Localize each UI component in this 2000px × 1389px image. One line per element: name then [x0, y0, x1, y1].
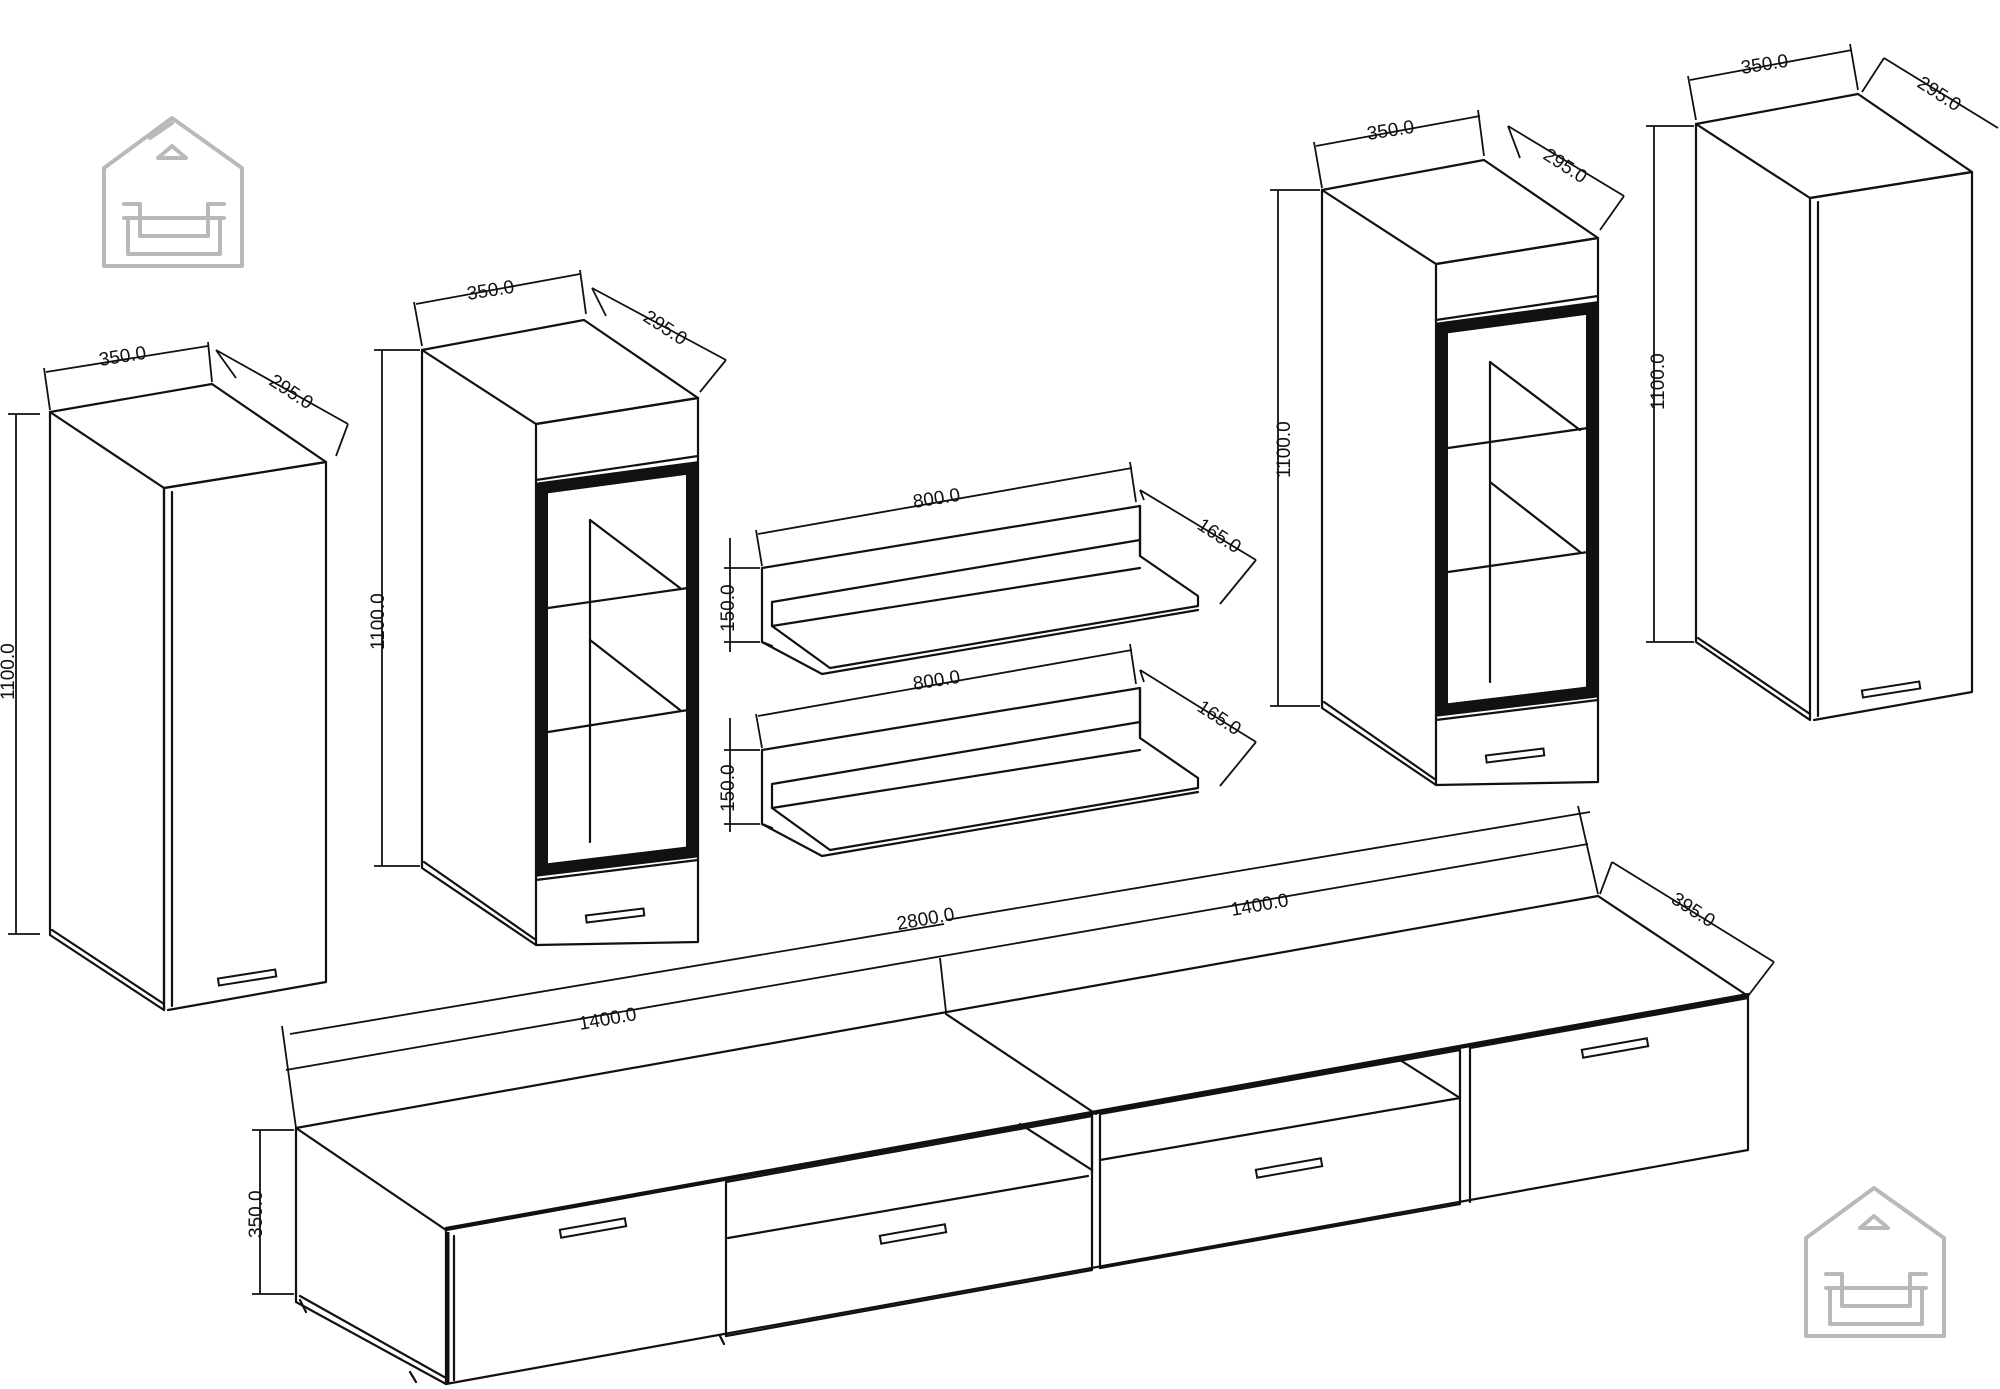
cab4-depth-label: 295.0 — [1913, 73, 1964, 117]
drawer-handle-icon — [1254, 1157, 1324, 1179]
cab1-depth-label: 295.0 — [265, 371, 316, 415]
cab2-height-label: 1100.0 — [368, 593, 389, 650]
shelf1-depth-label: 165.0 — [1193, 515, 1244, 559]
shelf1-height-label: 150.0 — [718, 584, 739, 632]
drawer-handle-icon — [558, 1217, 628, 1239]
cab1-height-label: 1100.0 — [0, 643, 19, 700]
dimension-lines — [8, 43, 1999, 1295]
drawer-handle-icon — [1484, 747, 1546, 764]
wall-cabinet-2 — [1694, 92, 1974, 722]
shelf2-height-label: 150.0 — [718, 764, 739, 812]
house-sofa-logo-icon — [1804, 1186, 1946, 1338]
drawer-handle-icon — [584, 907, 646, 924]
cab2-width-label: 350.0 — [465, 277, 515, 305]
wall-shelf-1 — [760, 504, 1200, 676]
cab2-depth-label: 295.0 — [639, 307, 690, 351]
tv-total-width-label: 2800.0 — [895, 904, 956, 935]
shelf1-width-label: 800.0 — [911, 485, 961, 513]
cab3-height-label: 1100.0 — [1274, 421, 1295, 478]
tv-unit — [294, 894, 1750, 1386]
tv-depth-label: 395.0 — [1667, 889, 1718, 933]
drawer-handle-icon — [1580, 1037, 1650, 1059]
door-handle-icon — [216, 968, 278, 987]
cab4-height-label: 1100.0 — [1648, 353, 1669, 410]
glass-cabinet-2 — [1320, 158, 1600, 787]
tv-height-label: 350.0 — [246, 1190, 267, 1238]
wall-cabinet-1 — [48, 382, 328, 1012]
tv-left-width-label: 1400.0 — [577, 1004, 638, 1035]
door-handle-icon — [1860, 680, 1922, 699]
drawer-handle-icon — [878, 1223, 948, 1245]
glass-cabinet-1 — [420, 318, 700, 947]
wall-shelf-2 — [760, 686, 1200, 858]
house-sofa-logo-icon — [102, 116, 244, 268]
tv-right-width-label: 1400.0 — [1229, 890, 1290, 921]
cab1-width-label: 350.0 — [97, 343, 147, 371]
dimension-labels: 350.0 295.0 1100.0 350.0 295.0 1100.0 80… — [0, 51, 1965, 1238]
cab3-depth-label: 295.0 — [1539, 145, 1590, 189]
cab4-width-label: 350.0 — [1739, 51, 1789, 79]
shelf2-depth-label: 165.0 — [1193, 697, 1244, 741]
cab3-width-label: 350.0 — [1365, 117, 1415, 145]
shelf2-width-label: 800.0 — [911, 667, 961, 695]
